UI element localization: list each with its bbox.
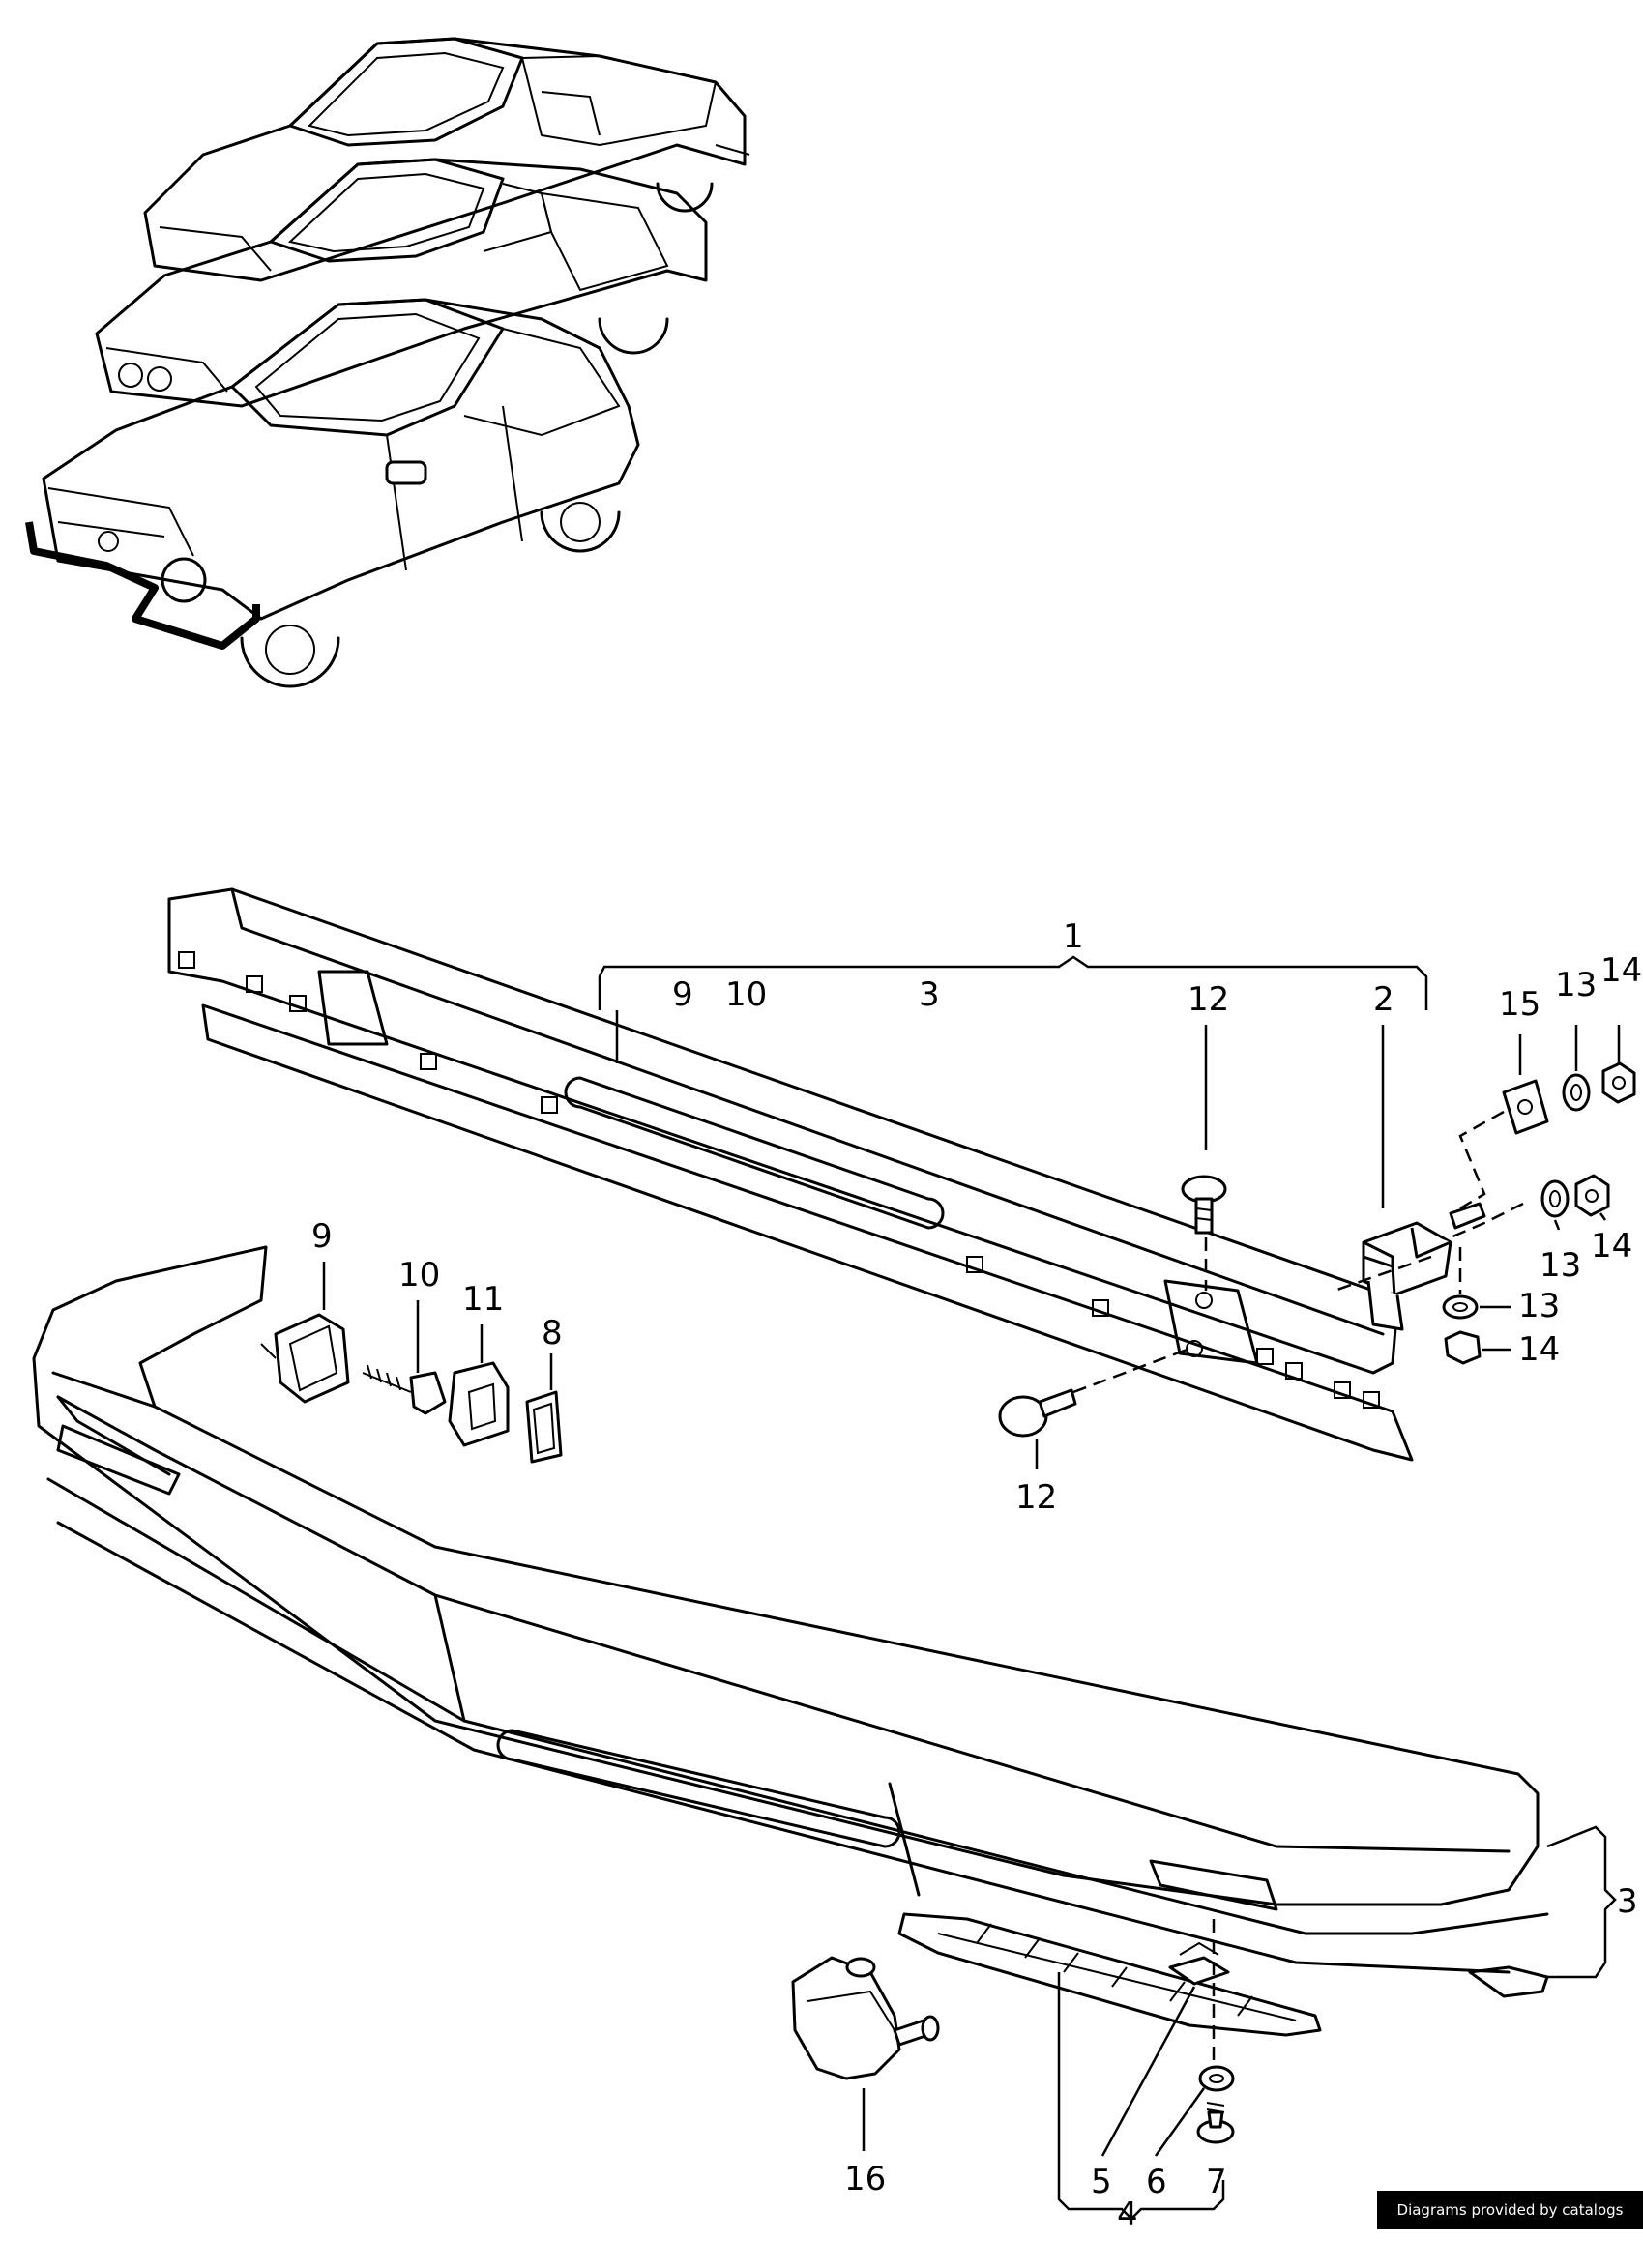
nut-part-14 [1444, 1061, 1636, 1365]
callout-7: 7 [1206, 2163, 1227, 2201]
callout-14-c: 14 [1518, 1330, 1560, 1369]
bump-stop-part-16 [791, 1956, 940, 2080]
plate-part-8 [525, 1390, 563, 1464]
bolt-part-12-lower [998, 1388, 1077, 1438]
callout-1: 1 [1063, 917, 1084, 956]
bolt-part-12-upper [1181, 1175, 1227, 1235]
callout-labels: 1 9 10 3 12 2 15 13 14 13 14 13 14 9 10 … [311, 917, 1642, 2229]
rivet-part-7 [1196, 2102, 1235, 2144]
callout-13-b: 13 [1540, 1246, 1581, 1285]
callout-11: 11 [462, 1280, 504, 1319]
clip-part-11 [448, 1361, 510, 1447]
plate-part-15 [1502, 1079, 1549, 1135]
callout-5: 5 [1091, 2163, 1112, 2201]
highlighted-front-bumper [25, 521, 260, 650]
front-bumper [32, 1245, 1549, 1974]
car-hatchback-illustration [95, 158, 708, 408]
lower-strip-assembly [897, 1912, 1549, 2037]
car-illustrations [25, 37, 750, 688]
callout-12-bottom: 12 [1015, 1478, 1057, 1517]
callout-9-clip: 9 [311, 1217, 333, 1256]
clip-part-9 [260, 1313, 350, 1404]
callout-6: 6 [1146, 2163, 1167, 2201]
callout-16: 16 [844, 2160, 886, 2198]
callout-4: 4 [1117, 2195, 1138, 2229]
callout-12-top: 12 [1188, 980, 1229, 1019]
car-front-illustration [25, 298, 640, 688]
callout-13-c: 13 [1518, 1287, 1560, 1325]
callout-14-b: 14 [1591, 1227, 1632, 1265]
washer-part-6 [1198, 2065, 1235, 2092]
callout-13-a: 13 [1555, 966, 1597, 1004]
callout-14-a: 14 [1600, 951, 1642, 990]
leader-lines [322, 955, 1621, 2221]
washer-part-13 [1442, 1073, 1591, 1320]
callout-8: 8 [542, 1314, 563, 1352]
car-coupe-illustration [143, 37, 750, 282]
callout-3-top: 3 [919, 975, 940, 1014]
callout-2: 2 [1373, 980, 1394, 1019]
callout-10-screw: 10 [398, 1256, 440, 1294]
callout-3-right: 3 [1617, 1882, 1638, 1921]
bumper-bracket [167, 887, 1414, 1462]
screw-part-10 [362, 1364, 447, 1415]
callout-9-top: 9 [672, 975, 693, 1014]
callout-15: 15 [1499, 985, 1540, 1024]
diagram-credit-badge: Diagrams provided by catalogs parts [1377, 2191, 1643, 2257]
callout-10-top: 10 [725, 975, 767, 1014]
bracket-part-2 [1362, 1202, 1486, 1331]
